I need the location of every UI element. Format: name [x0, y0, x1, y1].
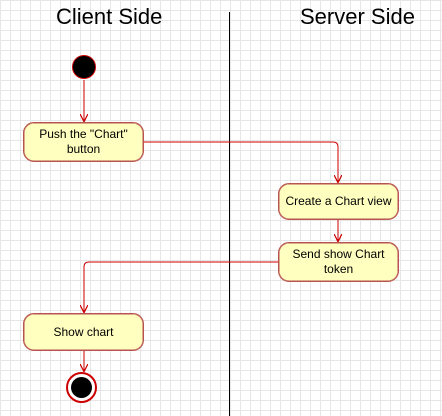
- server-side-lane-title: Server Side: [300, 4, 415, 29]
- create-chart-view-action: Create a Chart view: [278, 183, 399, 220]
- swimlane-divider: [229, 12, 230, 416]
- push-chart-button-action: Push the "Chart" button: [23, 122, 144, 162]
- show-chart-label: Show chart: [53, 324, 114, 339]
- client-side-lane-title: Client Side: [56, 4, 163, 29]
- create-chart-view-label: Create a Chart view: [285, 194, 392, 208]
- edge-send-to-show: [84, 261, 278, 312]
- show-chart-action: Show chart: [23, 313, 144, 351]
- end-node: [66, 372, 97, 403]
- edge-push-to-create: [144, 141, 338, 182]
- send-token-label: Send show Chart token: [292, 247, 385, 276]
- send-show-chart-token-action: Send show Chart token: [278, 242, 399, 282]
- push-chart-label: Push the "Chart" button: [39, 127, 128, 156]
- end-node-core: [71, 377, 92, 398]
- start-node: [72, 55, 96, 79]
